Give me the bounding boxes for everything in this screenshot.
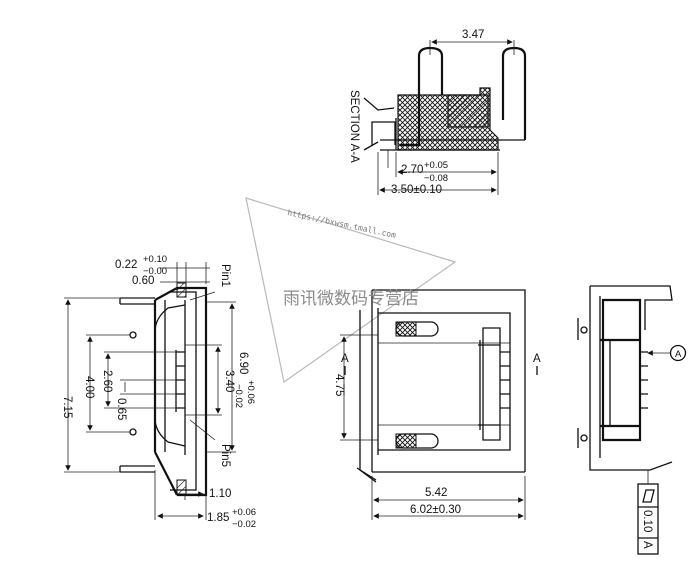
section-marker-right: A [533,353,541,365]
flatness-icon [642,489,655,503]
section-title: SECTION A-A [348,90,360,163]
watermark-shop-name: 雨讯微数码专营店 [283,289,419,309]
dim-h-260: 2.60 [101,370,113,392]
dim-d-110: 1.10 [209,488,231,500]
dim-overall-depth: 3.50±0.10 [391,184,442,196]
dim-w-690-minus: −0.02 [233,384,244,408]
dim-lead-w: 0.22 [115,259,137,271]
flatness-tol: 0.10 [641,510,653,532]
dim-d-185-plus: +0.06 [232,507,256,518]
section-view: 3.47 2.70 +0.05 −0.08 3.50±0.10 SECTION … [348,29,527,196]
dim-top-width: 3.47 [462,29,484,41]
flatness-datum: A [641,541,653,549]
dim-d-185-minus: −0.02 [232,519,256,530]
dim-l-602: 6.02±0.30 [410,504,461,516]
dim-w-690-plus: +0.06 [245,380,256,404]
section-marker-left: A [341,353,349,365]
dim-depth-plus: +0.05 [424,160,448,171]
front-view: 7.15 4.00 2.60 0.65 0.22 +0.10 −0.00 0.6… [61,254,256,530]
dim-h-065: 0.65 [115,398,127,420]
top-view: A A 4.75 5.42 6.02±0.30 [333,289,541,520]
dim-d-185: 1.85 [207,512,229,524]
dim-h-475: 4.75 [333,374,345,396]
datum-a: A [675,349,682,360]
label-pin5: Pin5 [219,444,231,467]
dim-w-340: 3.40 [223,370,235,392]
watermark-url: https://bxwsm.tmall.com [287,208,397,240]
dim-lead-off: 0.60 [132,275,154,287]
dim-lead-w-plus: +0.10 [143,254,167,265]
side-view: A 0.10 A [577,285,687,555]
dim-depth-minus: −0.08 [424,173,448,184]
dim-h-400: 4.00 [83,376,95,398]
dim-lead-w-minus: −0.00 [143,266,167,277]
dim-depth-main: 2.70 [401,164,423,176]
dim-l-542: 5.42 [425,487,447,499]
dim-w-690: 6.90 [237,352,249,374]
label-pin1: Pin1 [219,264,231,287]
watermark-triangle [245,197,457,384]
dim-overall-h: 7.15 [61,396,73,418]
